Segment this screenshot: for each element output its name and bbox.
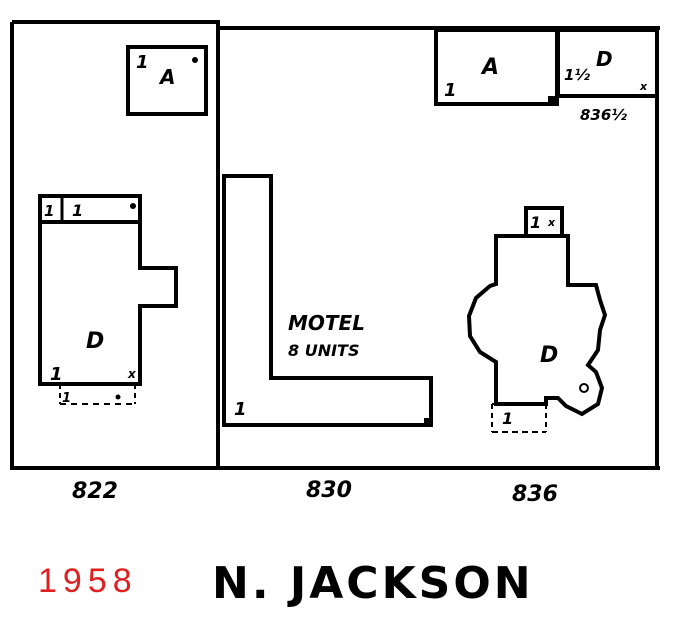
lot-836-half-dwelling: 1½ D x 836½	[556, 28, 659, 124]
lot-836-dwelling: 1 x D 1	[466, 206, 608, 433]
story-count: 1	[136, 52, 149, 73]
motel-label: MOTEL	[288, 311, 365, 335]
story-count: 1	[444, 80, 457, 101]
porch-mark: x	[127, 367, 137, 381]
address-822: 822	[72, 479, 118, 504]
rear-porch-story: 1	[62, 391, 71, 406]
block-outline	[10, 20, 660, 470]
story-count: 1½	[564, 66, 590, 84]
lot-822-auto-garage: 1 A	[126, 45, 208, 116]
porch-mark: x	[547, 216, 556, 229]
street-name: N. JACKSON	[212, 558, 534, 609]
structure-code: D	[540, 343, 558, 368]
lot-836-auto-garage: 1 A	[434, 28, 559, 106]
half-story-mark: 1	[44, 202, 54, 220]
motel-units: 8 UNITS	[288, 341, 359, 360]
structure-code: D	[86, 329, 104, 354]
porch-story: 1	[530, 213, 541, 232]
structure-code: D	[596, 47, 613, 71]
story-count: 1	[50, 364, 63, 385]
map-year: 1958	[38, 562, 138, 600]
lot-822-dwelling: 1 1 D 1 x 1	[38, 194, 178, 406]
address-836: 836	[512, 482, 558, 507]
porch-story: 1	[72, 201, 83, 220]
rear-porch-story: 1	[502, 409, 513, 428]
story-count: 1	[234, 399, 247, 420]
structure-code: A	[158, 65, 175, 89]
address-label: 836½	[580, 106, 627, 124]
structure-code: A	[480, 55, 499, 80]
address-830: 830	[306, 478, 352, 503]
porch-mark: x	[639, 80, 648, 93]
lot-830-motel: MOTEL 8 UNITS 1	[222, 174, 433, 427]
